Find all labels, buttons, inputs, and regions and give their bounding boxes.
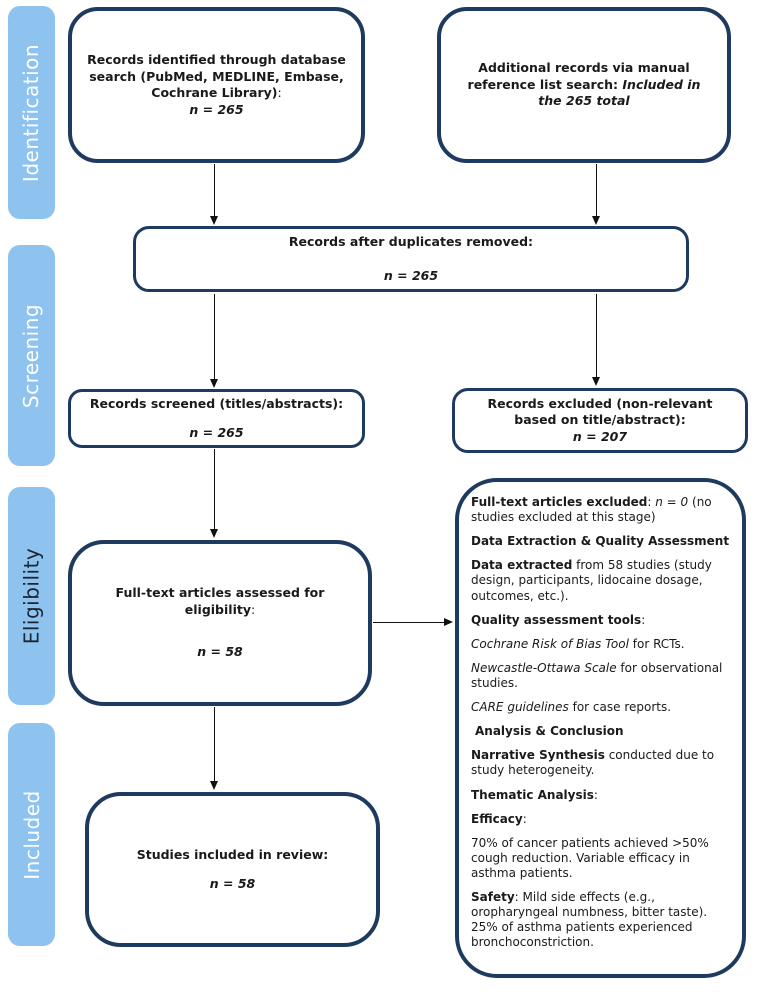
detail-paragraph-fulltext-excluded: Full-text articles excluded: n = 0 (no s… xyxy=(471,495,712,525)
box-duplicates-removed: Records after duplicates removed: n = 26… xyxy=(133,226,689,292)
box-studies-included: Studies included in review: n = 58 xyxy=(85,792,380,947)
arrow-duplicates-to-excluded xyxy=(592,294,601,386)
box-fulltext-assessed-text: Full-text articles assessed for eligibil… xyxy=(115,585,325,617)
detail-paragraph-efficacy: Efficacy: xyxy=(471,811,527,826)
box-duplicates-removed-count: n = 265 xyxy=(383,268,439,283)
stage-eligibility: Eligibility xyxy=(8,487,55,705)
detail-paragraph-efficacy-body: 70% of cancer patients achieved >50% cou… xyxy=(471,835,709,880)
arrow-additional-to-duplicates xyxy=(592,164,601,225)
box-fulltext-assessed-count: n = 58 xyxy=(197,644,243,660)
box-records-identified: Records identified through database sear… xyxy=(68,7,365,163)
box-duplicates-removed-text: Records after duplicates removed: xyxy=(288,233,534,249)
arrow-fulltext-to-details xyxy=(373,618,453,627)
stage-included-label: Included xyxy=(19,789,44,880)
detail-paragraph-narrative: Narrative Synthesis conducted due to stu… xyxy=(471,748,715,778)
box-records-excluded-count: n = 207 xyxy=(572,429,628,445)
box-additional-records: Additional records via manual reference … xyxy=(437,7,731,163)
arrow-duplicates-to-screened xyxy=(210,294,219,388)
detail-paragraph-safety: Safety: Mild side effects (e.g., orophar… xyxy=(471,890,708,950)
box-records-screened: Records screened (titles/abstracts): n =… xyxy=(68,389,365,448)
stage-included: Included xyxy=(8,723,55,946)
box-studies-included-text: Studies included in review: xyxy=(136,846,329,862)
box-records-screened-count: n = 265 xyxy=(189,425,244,440)
arrow-screened-to-fulltext xyxy=(210,449,219,538)
detail-paragraph-newcastle: Newcastle-Ottawa Scale for observational… xyxy=(471,660,723,690)
box-fulltext-assessed: Full-text articles assessed for eligibil… xyxy=(68,540,372,706)
stage-eligibility-label: Eligibility xyxy=(19,547,44,645)
box-records-identified-count: n = 265 xyxy=(189,101,244,117)
stage-identification: Identification xyxy=(8,6,55,219)
box-records-excluded-text: Records excluded (non-relevant based on … xyxy=(487,396,713,427)
box-additional-records-text: Additional records via manual reference … xyxy=(467,60,701,109)
detail-paragraph-thematic: Thematic Analysis: xyxy=(471,787,598,802)
box-records-screened-text: Records screened (titles/abstracts): xyxy=(89,395,344,411)
detail-paragraph-care: CARE guidelines for case reports. xyxy=(471,700,672,715)
detail-paragraph-analysis-heading: Analysis & Conclusion xyxy=(475,724,624,739)
detail-paragraph-extraction-heading: Data Extraction & Quality Assessment xyxy=(471,534,730,549)
box-records-identified-text: Records identified through database sear… xyxy=(87,52,346,100)
arrow-identified-to-duplicates xyxy=(210,164,219,225)
detail-paragraph-quality-tools: Quality assessment tools: xyxy=(471,612,646,627)
stage-screening-label: Screening xyxy=(19,303,44,408)
detail-paragraph-data-extracted: Data extracted from 58 studies (study de… xyxy=(471,558,712,603)
box-records-excluded: Records excluded (non-relevant based on … xyxy=(452,388,748,453)
arrow-fulltext-to-included xyxy=(210,707,219,790)
stage-identification-label: Identification xyxy=(19,43,44,182)
box-eligibility-details: Full-text articles excluded: n = 0 (no s… xyxy=(455,478,746,978)
stage-screening: Screening xyxy=(8,245,55,466)
detail-paragraph-cochrane: Cochrane Risk of Bias Tool for RCTs. xyxy=(471,636,685,651)
box-studies-included-count: n = 58 xyxy=(209,876,256,891)
